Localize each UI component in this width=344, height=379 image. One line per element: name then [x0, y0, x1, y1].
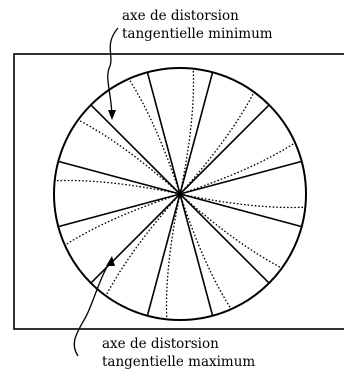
dotted-distortion-curve — [179, 142, 296, 195]
dotted-distortion-curve — [165, 193, 181, 320]
dotted-distortion-curve — [128, 78, 181, 195]
radial-line — [179, 193, 302, 228]
top-annotation-arrowhead — [108, 110, 116, 120]
bottom-annotation-leader — [73, 257, 113, 357]
radial-line — [146, 72, 181, 195]
top-annotation-line2: tangentielle minimum — [122, 26, 273, 42]
dotted-distortion-curve — [54, 179, 181, 195]
dotted-distortion-curve — [179, 91, 255, 195]
radial-line — [179, 160, 302, 195]
bottom-annotation-line2: tangentielle maximum — [102, 354, 255, 370]
radial-line — [90, 193, 181, 284]
bottom-annotation-line1: axe de distorsion — [102, 336, 219, 352]
radial-line — [179, 193, 214, 316]
dotted-distortion-curve — [77, 119, 181, 195]
bottom-annotation-arrowhead — [106, 256, 115, 266]
dotted-distortion-curve — [64, 193, 181, 246]
lens-circle — [53, 67, 307, 321]
radial-line — [179, 193, 270, 284]
dotted-distortion-curve — [179, 68, 195, 195]
dotted-distortion-curve — [105, 193, 181, 297]
dotted-distortion-curve — [179, 193, 283, 269]
top-annotation-line1: axe de distorsion — [122, 8, 239, 24]
radial-line — [146, 193, 181, 316]
radial-line — [179, 104, 270, 195]
radial-line — [58, 160, 181, 195]
dotted-distortion-curves — [54, 68, 306, 320]
dotted-distortion-curve — [179, 193, 306, 209]
top-annotation-leader — [107, 27, 119, 119]
radial-line — [179, 72, 214, 195]
frame-rectangle — [13, 53, 344, 330]
radial-line — [90, 104, 181, 195]
radial-line — [58, 193, 181, 228]
dotted-distortion-curve — [179, 193, 232, 310]
